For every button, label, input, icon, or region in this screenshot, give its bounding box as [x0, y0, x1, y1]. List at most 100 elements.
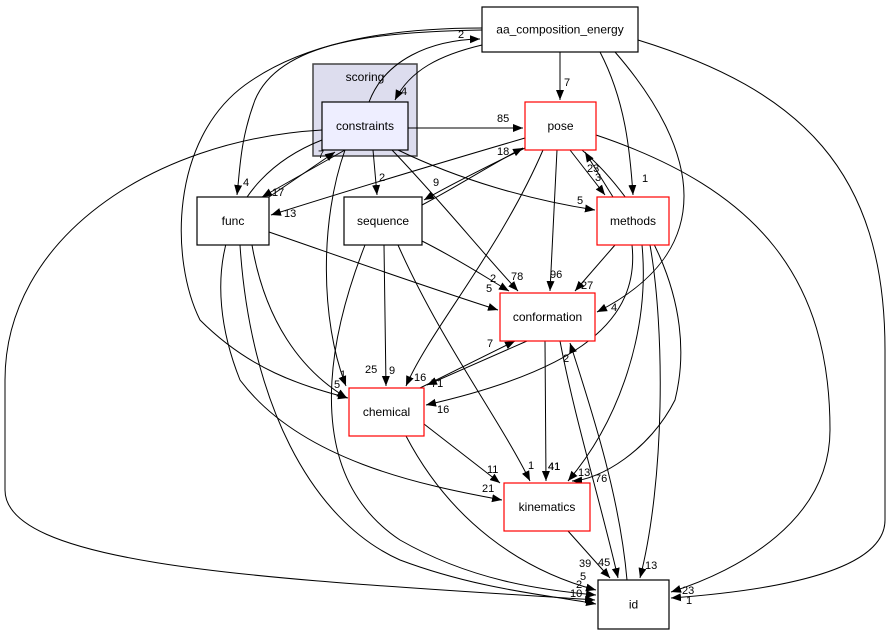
edge-sequence-to-conformation[interactable]: [419, 239, 510, 292]
node-box: [524, 101, 597, 151]
edge-label[interactable]: 39: [579, 558, 591, 570]
edge-pose-to-conformation[interactable]: [546, 149, 558, 292]
edge-conformation-to-id[interactable]: [559, 340, 620, 579]
edge-label[interactable]: 7: [487, 338, 493, 350]
edge-label[interactable]: 27: [581, 280, 593, 292]
edge-aa_composition_energy-to-conformation[interactable]: [596, 51, 685, 313]
edge-label[interactable]: 85: [497, 113, 509, 125]
edge-label[interactable]: 76: [595, 473, 607, 485]
edge-methods-to-pose[interactable]: [584, 151, 614, 198]
edge-aa_composition_energy-to-id[interactable]: [637, 39, 886, 602]
edge-chemical-to-kinematics[interactable]: [423, 423, 501, 484]
node-func[interactable]: func: [196, 196, 270, 246]
node-aa-composition-energy[interactable]: aa_composition_energy: [481, 6, 639, 53]
node-kinematics[interactable]: kinematics: [503, 482, 591, 532]
edge-label[interactable]: 5: [577, 195, 583, 207]
edge-methods-to-kinematics[interactable]: [567, 244, 644, 482]
edge-aa_composition_energy-to-chemical[interactable]: [180, 27, 483, 400]
edge-label[interactable]: 3: [595, 172, 601, 184]
edge-aa_composition_energy-to-func[interactable]: [234, 29, 483, 196]
edge-constraints-to-chemical[interactable]: [325, 149, 347, 387]
edge-pose-to-id[interactable]: [595, 134, 831, 593]
edge-label[interactable]: 2: [379, 172, 385, 184]
edge-constraints-to-kinematics[interactable]: [220, 139, 503, 503]
edge-label[interactable]: 5: [334, 379, 340, 391]
edge-label[interactable]: 17: [272, 187, 284, 199]
node-pose[interactable]: pose: [524, 101, 597, 151]
edge-label[interactable]: 23: [587, 163, 599, 175]
edge-sequence-to-id[interactable]: [331, 244, 597, 599]
node-conformation[interactable]: conformation: [499, 292, 596, 342]
edge-label[interactable]: 41: [548, 461, 560, 473]
edge-label[interactable]: 1: [642, 173, 648, 185]
edge-label[interactable]: 11: [487, 464, 498, 476]
edge-pose-to-chemical[interactable]: [405, 149, 544, 387]
edge-pose-to-func[interactable]: [270, 137, 526, 216]
edge-func-to-chemical[interactable]: [251, 244, 348, 399]
node-methods[interactable]: methods: [596, 196, 670, 246]
edge-label[interactable]: 7: [564, 77, 570, 89]
edge-label[interactable]: 9: [389, 365, 395, 377]
edge-aa_composition_energy-to-methods[interactable]: [599, 51, 637, 196]
edge-label[interactable]: 4: [611, 302, 617, 314]
edge-methods-to-id[interactable]: [638, 244, 661, 579]
edge-label[interactable]: 13: [284, 208, 296, 220]
edge-label[interactable]: 7: [318, 149, 324, 161]
edge-constraints-to-id[interactable]: [4, 129, 596, 604]
edge-label[interactable]: 78: [511, 271, 523, 283]
edge-constraints-to-conformation[interactable]: [391, 149, 519, 292]
edge-label[interactable]: 2: [490, 273, 496, 285]
edge-func-to-constraints[interactable]: [268, 151, 336, 198]
edge-kinematics-to-id[interactable]: [567, 530, 611, 579]
edge-label[interactable]: 2: [576, 579, 582, 591]
edge-label[interactable]: 1: [528, 460, 534, 472]
edge-label[interactable]: 1: [340, 369, 346, 381]
edge-label[interactable]: 23: [682, 585, 694, 597]
edge-label[interactable]: 13: [645, 560, 657, 572]
edge-label[interactable]: 10: [570, 588, 582, 600]
node-sequence[interactable]: sequence: [343, 196, 423, 246]
node-id[interactable]: id: [597, 579, 670, 630]
edge-constraints-to-methods[interactable]: [397, 149, 596, 213]
edge-label[interactable]: 18: [497, 146, 509, 158]
edge-sequence-to-pose[interactable]: [421, 147, 524, 206]
edge-label[interactable]: 13: [578, 467, 590, 479]
edge-sequence-to-chemical[interactable]: [381, 244, 390, 387]
node-box: [503, 482, 591, 532]
node-box: [499, 292, 596, 342]
edge-label[interactable]: 96: [550, 269, 562, 281]
edge-chemical-to-id[interactable]: [405, 435, 597, 592]
edge-constraints-to-sequence[interactable]: [372, 149, 381, 196]
edge-conformation-to-kinematics[interactable]: [541, 340, 550, 482]
edge-label[interactable]: 41: [548, 461, 560, 473]
edge-label[interactable]: 21: [482, 483, 494, 495]
edge-label[interactable]: 5: [580, 571, 586, 583]
edge-aa_composition_energy-to-constraints[interactable]: [394, 44, 483, 101]
edge-label[interactable]: 9: [433, 177, 439, 189]
node-chemical[interactable]: chemical: [348, 387, 425, 437]
edge-constraints-to-aa_composition_energy[interactable]: [368, 35, 481, 103]
edge-func-to-id[interactable]: [239, 244, 597, 607]
edge-pose-to-methods[interactable]: [569, 149, 606, 196]
edge-id-to-conformation[interactable]: [569, 342, 628, 581]
edge-label[interactable]: 71: [431, 378, 443, 390]
edge-label[interactable]: 4: [243, 177, 249, 189]
edge-methods-to-conformation[interactable]: [574, 244, 616, 292]
edge-chemical-to-conformation[interactable]: [419, 340, 516, 389]
edge-label[interactable]: 5: [486, 283, 492, 295]
node-label: sequence: [357, 214, 409, 228]
edge-label[interactable]: 16: [414, 372, 426, 384]
node-label: constraints: [336, 119, 394, 133]
edge-label[interactable]: 45: [598, 557, 610, 569]
edge-label[interactable]: 25: [365, 364, 377, 376]
node-constraints[interactable]: constraints: [321, 101, 409, 151]
edge-label[interactable]: 1: [686, 595, 692, 607]
edge-label[interactable]: 16: [437, 404, 449, 416]
edge-label[interactable]: 4: [401, 86, 407, 98]
edge-label[interactable]: 2: [563, 353, 569, 365]
edge-label[interactable]: 2: [458, 29, 464, 41]
edge-sequence-to-kinematics[interactable]: [397, 244, 531, 482]
nodes: aa_composition_energy constraints pose func…: [196, 6, 670, 630]
